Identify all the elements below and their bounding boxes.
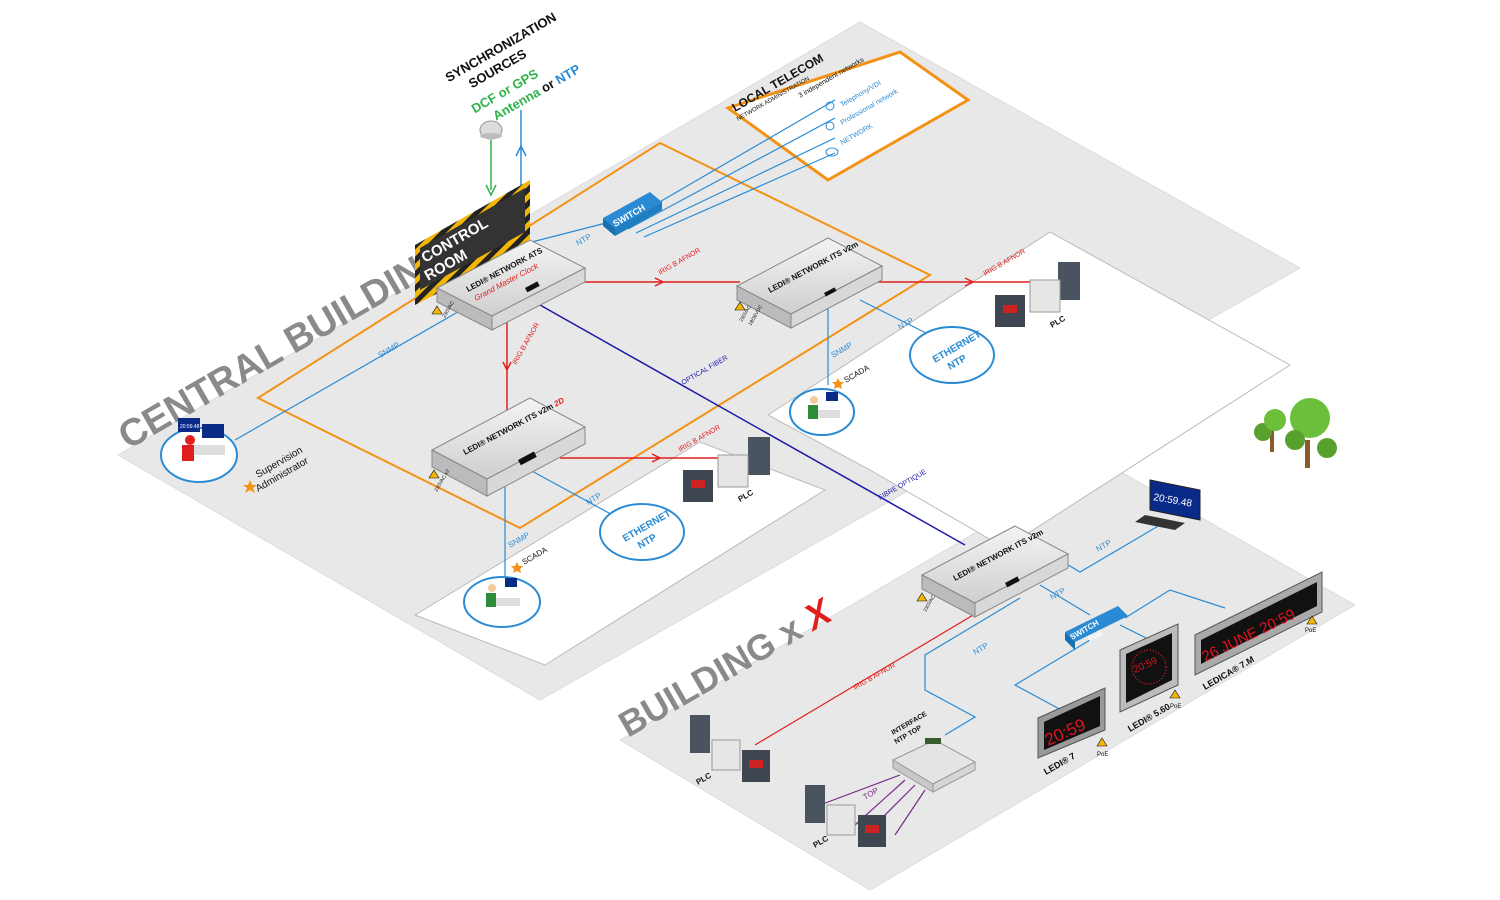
ats-warning-icon bbox=[431, 305, 443, 315]
sync-sources: SYNCHRONIZATION SOURCES DCF or GPS Anten… bbox=[443, 9, 583, 123]
control-room-sign: CONTROL ROOM bbox=[415, 180, 530, 305]
plc-building-x-1: PLC bbox=[690, 715, 770, 787]
ats-to-switch bbox=[519, 221, 611, 246]
ledi7-poe: PoE bbox=[1097, 752, 1108, 758]
scada-workstation-right: SCADA bbox=[789, 363, 871, 436]
switch-poe: SWITCH PoE bbox=[1065, 606, 1128, 650]
professional-network-icon bbox=[825, 121, 835, 131]
optical-fiber-link bbox=[539, 304, 966, 546]
gps-antenna-icon bbox=[479, 120, 503, 140]
zone-right-ats bbox=[767, 231, 1291, 549]
building-x-floor bbox=[619, 459, 1356, 891]
cloud-icon bbox=[825, 147, 839, 157]
plc-2d: PLC bbox=[683, 437, 770, 504]
its-right-warning-icon bbox=[734, 301, 746, 311]
local-telecom-box bbox=[724, 50, 971, 182]
ledica-poe: PoE bbox=[1305, 628, 1316, 634]
plc-right: PLC bbox=[995, 262, 1080, 330]
ledi560-warning-icon bbox=[1169, 689, 1181, 699]
its-bx-warning-icon bbox=[916, 592, 928, 602]
star-icon bbox=[832, 378, 844, 389]
ethernet-ntp-2d: ETHERNET NTP bbox=[599, 503, 685, 561]
star-icon bbox=[243, 480, 257, 493]
its-2d-warning-icon bbox=[428, 469, 440, 479]
snmp-supervision-link bbox=[234, 304, 471, 441]
telephony-icon bbox=[825, 101, 835, 111]
trees-icon bbox=[1254, 398, 1337, 468]
ledi7-warning-icon bbox=[1096, 737, 1108, 747]
ledi560-poe: PoE bbox=[1170, 704, 1181, 710]
ledi560-dial bbox=[1131, 649, 1167, 685]
telecom-links bbox=[619, 99, 836, 238]
central-building-floor bbox=[117, 21, 1302, 701]
ethernet-ntp-right: ETHERNET NTP bbox=[909, 326, 995, 384]
ledi-7-clock: 20:59 PoE LEDI® 7 bbox=[1037, 687, 1108, 777]
star-icon bbox=[511, 562, 523, 573]
computer-monitor: 20:59.48 bbox=[1135, 479, 1201, 530]
admin-screen-time: 20:59.48 bbox=[180, 424, 200, 430]
ledica-warning-icon bbox=[1306, 615, 1318, 625]
irig-building-x bbox=[754, 607, 986, 746]
